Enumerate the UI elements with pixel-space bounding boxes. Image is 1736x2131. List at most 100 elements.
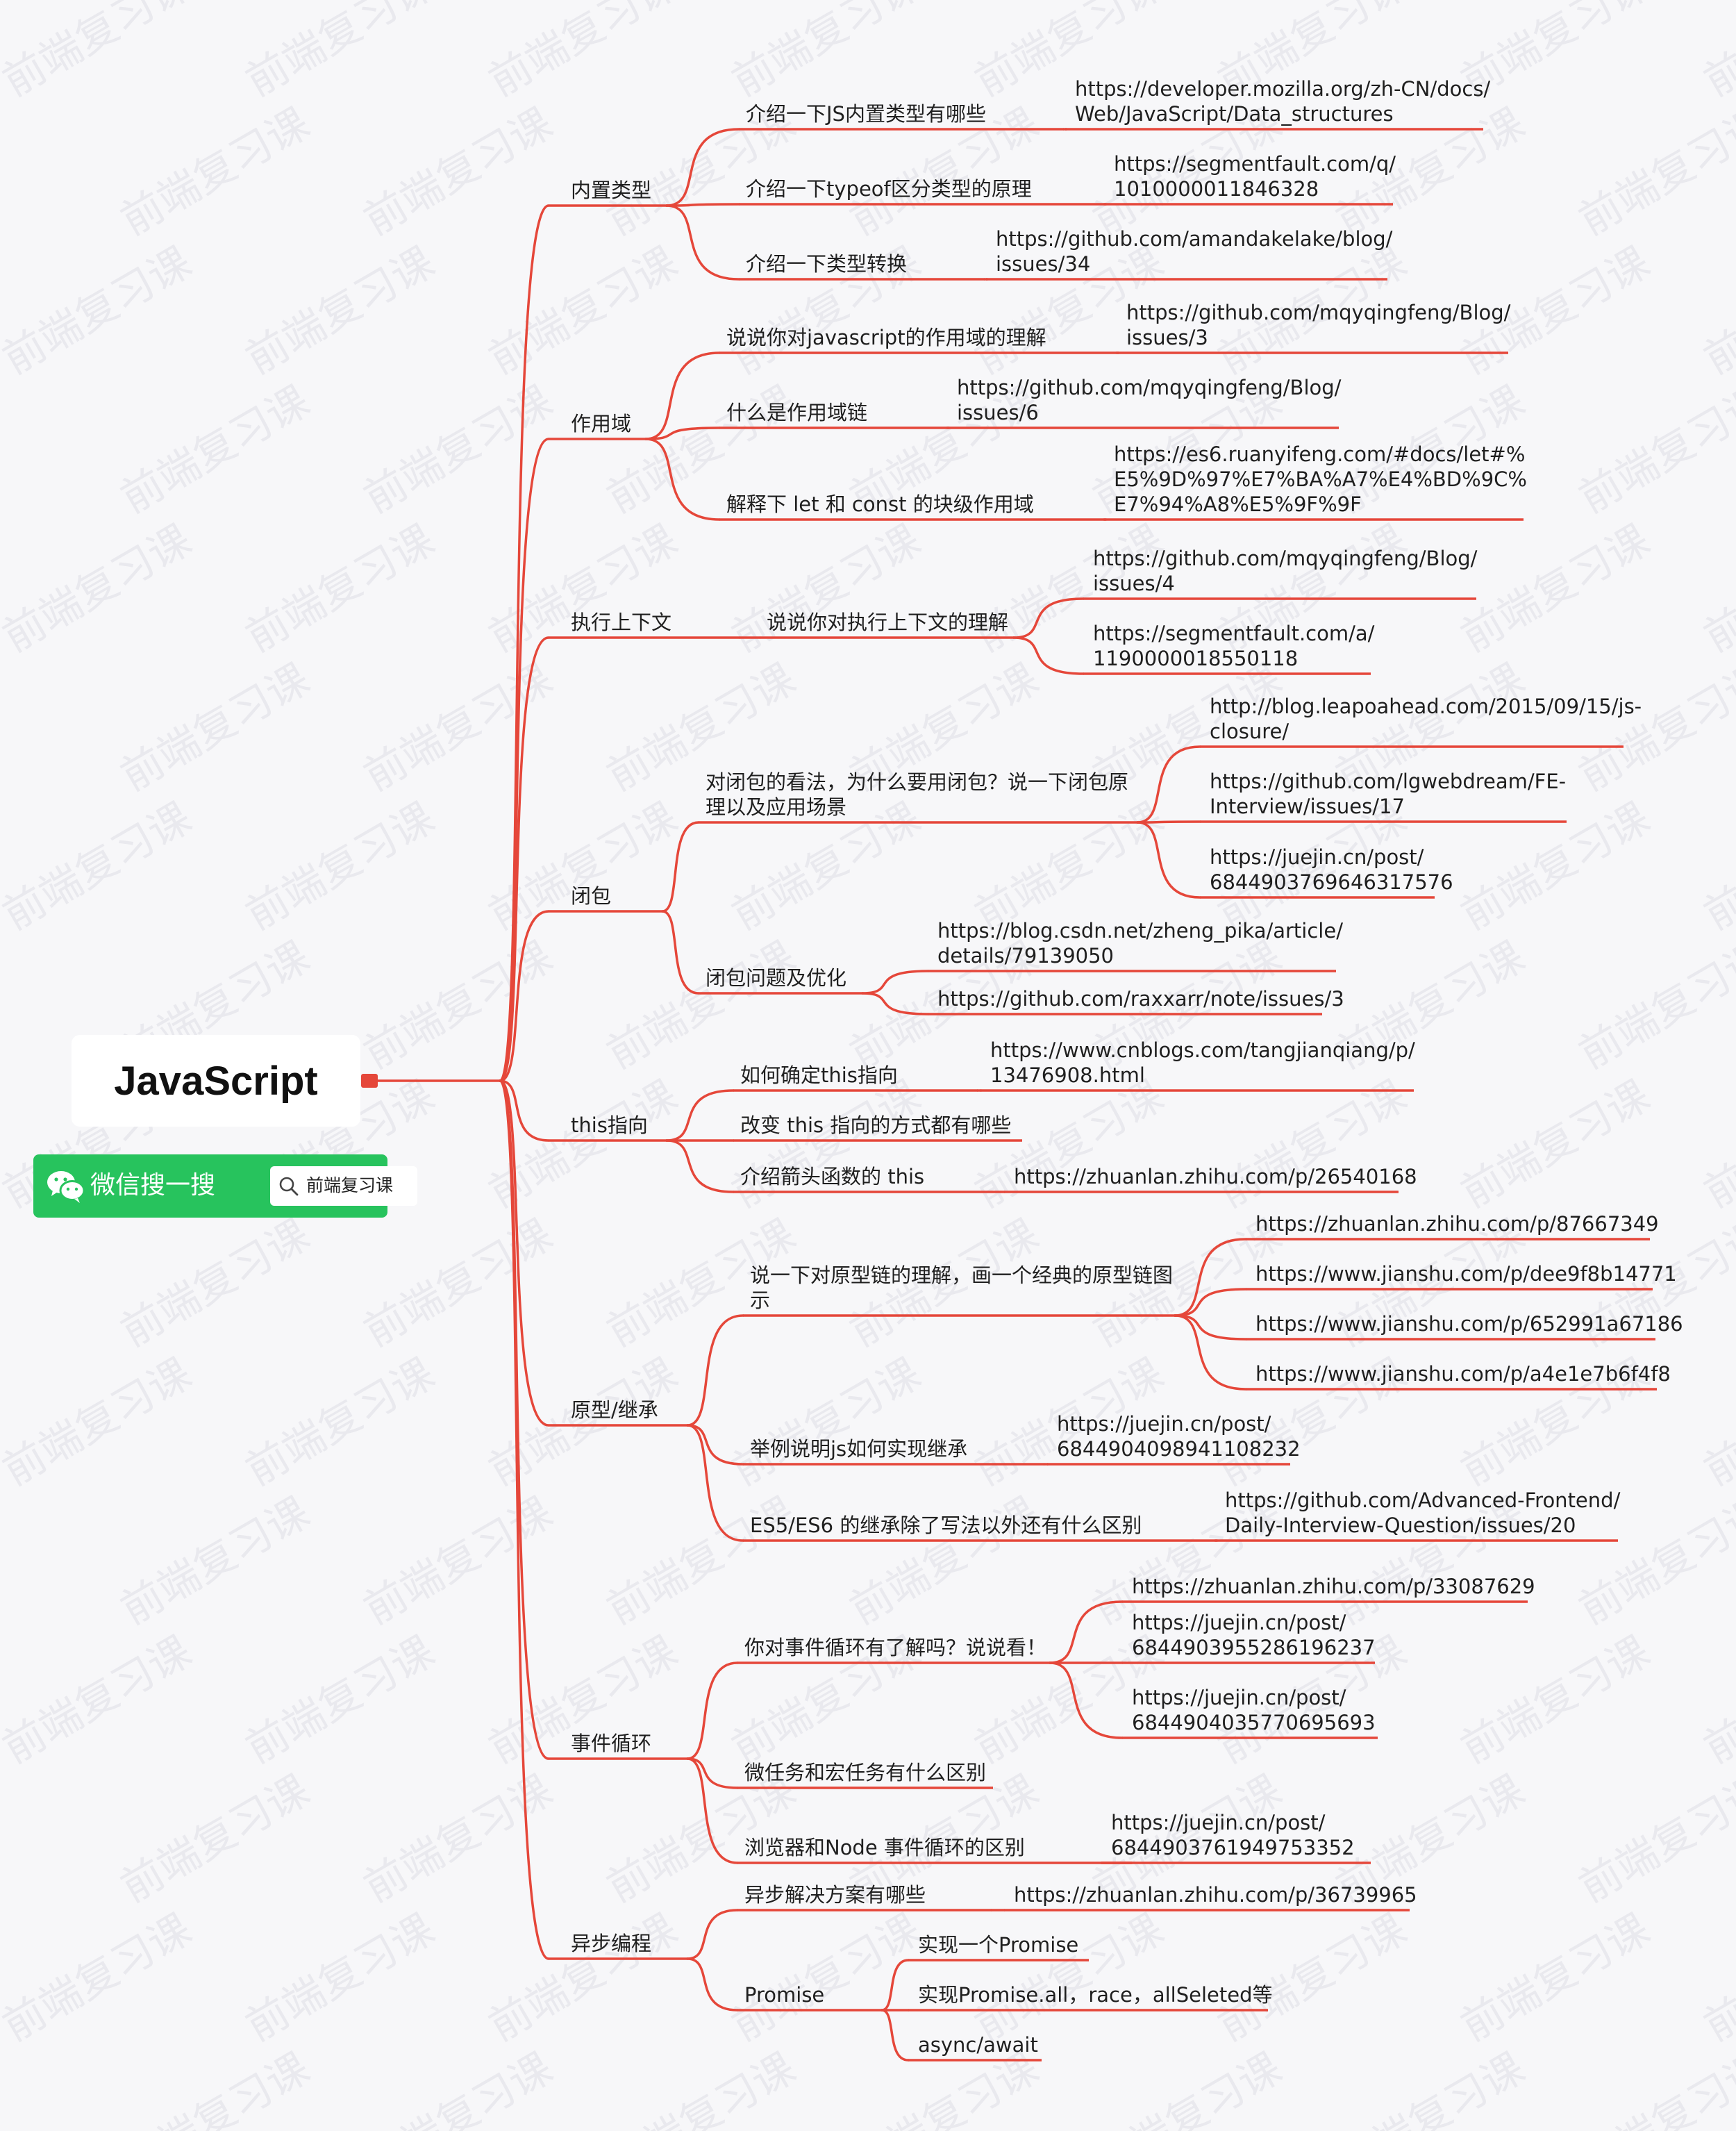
branch-7-item-3-link-1[interactable]: 6844903761949753352 (1111, 1836, 1355, 1859)
branch-7-item-1-link-2[interactable]: https://juejin.cn/post/ (1132, 1611, 1346, 1634)
branch-5-item-1-label[interactable]: 如何确定this指向 (740, 1063, 898, 1087)
branch-7-item-1-label[interactable]: 你对事件循环有了解吗？说说看！ (744, 1636, 1047, 1659)
branch-4-item-1-link-3[interactable]: https://juejin.cn/post/ (1210, 845, 1424, 869)
badge-search-text: 前端复习课 (306, 1175, 394, 1195)
branch-4-item-1-label[interactable]: 对闭包的看法，为什么要用闭包？说一下闭包原 (706, 770, 1129, 794)
branch-8-item-1-label[interactable]: 异步解决方案有哪些 (744, 1883, 926, 1907)
branch-1-item-3-link-1[interactable]: issues/34 (996, 252, 1091, 276)
branch-3-item-1-link-2[interactable]: https://segmentfault.com/a/ (1093, 622, 1375, 645)
branch-7-item-1-link-3[interactable]: https://juejin.cn/post/ (1132, 1686, 1346, 1709)
branch-8-item-2-label[interactable]: Promise (744, 1983, 825, 2007)
branch-2-item-2-connector (644, 426, 721, 440)
branch-4-label[interactable]: 闭包 (571, 884, 612, 908)
branch-1-item-1-link-1[interactable]: Web/JavaScript/Data_structures (1075, 102, 1394, 126)
branch-6-item-1-label[interactable]: 说一下对原型链的理解，画一个经典的原型链图 (750, 1263, 1174, 1287)
branch-2-item-2-link-1[interactable]: issues/6 (957, 401, 1039, 424)
branch-1-item-2-connector (665, 203, 740, 207)
branch-3-item-1-link-1-connector (1012, 597, 1085, 639)
branch-4-item-2-link-2[interactable]: https://github.com/raxxarr/note/issues/3 (937, 987, 1344, 1011)
branch-2-item-3-label[interactable]: 解释下 let 和 const 的块级作用域 (726, 492, 1034, 516)
branch-3-item-1-link-1[interactable]: https://github.com/mqyqingfeng/Blog/ (1093, 547, 1478, 570)
branch-2-item-2-label[interactable]: 什么是作用域链 (726, 401, 868, 424)
branch-2-item-2-link-1[interactable]: https://github.com/mqyqingfeng/Blog/ (957, 376, 1342, 399)
branch-4-item-2-link-1[interactable]: details/79139050 (937, 944, 1114, 968)
branch-2-item-1-link-1[interactable]: issues/3 (1126, 326, 1208, 349)
branch-1-item-2-link-1[interactable]: https://segmentfault.com/q/ (1114, 152, 1396, 176)
branch-3-connector (499, 636, 550, 1082)
branch-6-item-1-link-1-connector (1174, 1238, 1247, 1317)
branch-6-label[interactable]: 原型/继承 (571, 1398, 658, 1422)
branch-8-item-1-link-1[interactable]: https://zhuanlan.zhihu.com/p/36739965 (1014, 1883, 1417, 1907)
branch-8-item-1-connector (686, 1909, 739, 1960)
branch-6-item-2-link-1[interactable]: https://juejin.cn/post/ (1057, 1412, 1271, 1436)
branch-7-item-3-label[interactable]: 浏览器和Node 事件循环的区别 (744, 1836, 1025, 1859)
branch-4-connector (499, 910, 550, 1082)
branch-1-item-3-link-1[interactable]: https://github.com/amandakelake/blog/ (996, 227, 1393, 251)
branch-2-item-3-link-1[interactable]: E5%9D%97%E7%BA%A7%E4%BD%9C% (1114, 467, 1527, 491)
branch-1-item-2-label[interactable]: 介绍一下typeof区分类型的原理 (746, 177, 1032, 201)
branch-8-item-2-link-1[interactable]: 实现一个Promise (918, 1933, 1079, 1957)
branch-7-item-1-link-1[interactable]: https://zhuanlan.zhihu.com/p/33087629 (1132, 1575, 1535, 1598)
branch-6-item-1-link-1[interactable]: https://zhuanlan.zhihu.com/p/87667349 (1255, 1212, 1659, 1236)
branch-7-item-1-connector (686, 1661, 739, 1760)
branch-4-item-1-link-1[interactable]: http://blog.leapoahead.com/2015/09/15/js… (1210, 695, 1642, 718)
branch-6-item-3-link-1[interactable]: https://github.com/Advanced-Frontend/ (1225, 1489, 1621, 1512)
branch-8-item-2-link-3[interactable]: async/await (918, 2033, 1038, 2057)
branch-4-item-2-label[interactable]: 闭包问题及优化 (706, 966, 847, 990)
branch-1-item-1-link-1[interactable]: https://developer.mozilla.org/zh-CN/docs… (1075, 77, 1491, 101)
wechat-search-badge[interactable]: 微信搜一搜 前端复习课 (33, 1154, 417, 1218)
branch-6-item-2-connector (686, 1424, 744, 1466)
branch-1-label[interactable]: 内置类型 (571, 179, 652, 202)
branch-5-item-1-link-1[interactable]: https://www.cnblogs.com/tangjianqiang/p/ (990, 1038, 1415, 1062)
branch-3-item-1-link-2[interactable]: 1190000018550118 (1093, 647, 1299, 670)
branch-1-item-3-label[interactable]: 介绍一下类型转换 (746, 252, 908, 276)
root-node[interactable]: JavaScript (72, 1035, 360, 1127)
branch-4-item-2-link-1[interactable]: https://blog.csdn.net/zheng_pika/article… (937, 919, 1343, 943)
branch-1-item-1-label[interactable]: 介绍一下JS内置类型有哪些 (746, 102, 986, 126)
branch-4-item-1-label[interactable]: 理以及应用场景 (706, 795, 847, 819)
branch-5-item-1-link-1[interactable]: 13476908.html (990, 1063, 1145, 1087)
branch-4-item-1-link-3[interactable]: 6844903769646317576 (1210, 870, 1453, 894)
branch-4-item-2-connector (661, 910, 700, 995)
branch-2-item-1-link-1[interactable]: https://github.com/mqyqingfeng/Blog/ (1126, 301, 1511, 324)
branch-7-connector (499, 1079, 550, 1760)
branch-8-item-2-link-2[interactable]: 实现Promise.all，race，allSeleted等 (918, 1983, 1273, 2007)
branch-3-item-1-link-1[interactable]: issues/4 (1093, 572, 1175, 595)
branch-2-item-3-link-1[interactable]: https://es6.ruanyifeng.com/#docs/let#% (1114, 442, 1526, 466)
branch-4-item-1-link-1[interactable]: closure/ (1210, 720, 1290, 743)
branch-4-item-1-link-2[interactable]: Interview/issues/17 (1210, 795, 1405, 818)
root-title: JavaScript (114, 1058, 318, 1104)
branch-7-item-1-link-2[interactable]: 6844903955286196237 (1132, 1636, 1376, 1659)
branch-6-item-3-label[interactable]: ES5/ES6 的继承除了写法以外还有什么区别 (750, 1514, 1142, 1537)
branch-4-item-2-link-2-connector (861, 992, 929, 1015)
branch-5-item-3-link-1[interactable]: https://zhuanlan.zhihu.com/p/26540168 (1014, 1165, 1417, 1188)
branch-6-item-1-link-4[interactable]: https://www.jianshu.com/p/a4e1e7b6f4f8 (1255, 1362, 1671, 1386)
branch-4-item-1-link-2[interactable]: https://github.com/lgwebdream/FE- (1210, 770, 1567, 793)
branch-6-item-2-label[interactable]: 举例说明js如何实现继承 (750, 1437, 968, 1461)
branch-5-item-2-label[interactable]: 改变 this 指向的方式都有哪些 (740, 1113, 1012, 1137)
badge-search-box[interactable]: 前端复习课 (270, 1166, 417, 1206)
branch-6-item-1-link-3[interactable]: https://www.jianshu.com/p/652991a67186 (1255, 1312, 1683, 1336)
branch-6-item-1-label[interactable]: 示 (750, 1288, 771, 1312)
branch-1-item-2-link-1[interactable]: 1010000011846328 (1114, 177, 1319, 201)
branch-5-item-3-label[interactable]: 介绍箭头函数的 this (740, 1165, 925, 1188)
branch-5-label[interactable]: this指向 (571, 1113, 648, 1137)
branch-6-item-2-link-1[interactable]: 6844904098941108232 (1057, 1437, 1301, 1461)
branch-2-connector (499, 438, 550, 1082)
branch-6-item-3-link-1[interactable]: Daily-Interview-Question/issues/20 (1225, 1514, 1576, 1537)
branch-2-item-1-connector (644, 351, 721, 440)
branch-7-item-2-label[interactable]: 微任务和宏任务有什么区别 (744, 1761, 987, 1784)
branch-7-item-1-link-3[interactable]: 6844904035770695693 (1132, 1711, 1376, 1734)
branch-2-item-3-link-1[interactable]: E7%94%A8%E5%9F%9F (1114, 492, 1362, 516)
branch-2-label[interactable]: 作用域 (571, 412, 632, 436)
branch-8-label[interactable]: 异步编程 (571, 1932, 652, 1955)
branch-2-item-1-label[interactable]: 说说你对javascript的作用域的理解 (726, 326, 1046, 349)
branch-4-item-1-connector (661, 821, 700, 913)
branch-7-item-3-link-1[interactable]: https://juejin.cn/post/ (1111, 1811, 1326, 1834)
branch-3-label[interactable]: 执行上下文 (571, 611, 672, 634)
branch-7-label[interactable]: 事件循环 (571, 1732, 652, 1755)
branch-6-item-1-link-2[interactable]: https://www.jianshu.com/p/dee9f8b14771 (1255, 1262, 1677, 1286)
branch-3-item-1-label[interactable]: 说说你对执行上下文的理解 (767, 611, 1009, 634)
branch-3-item-1-link-2-connector (1012, 636, 1085, 675)
